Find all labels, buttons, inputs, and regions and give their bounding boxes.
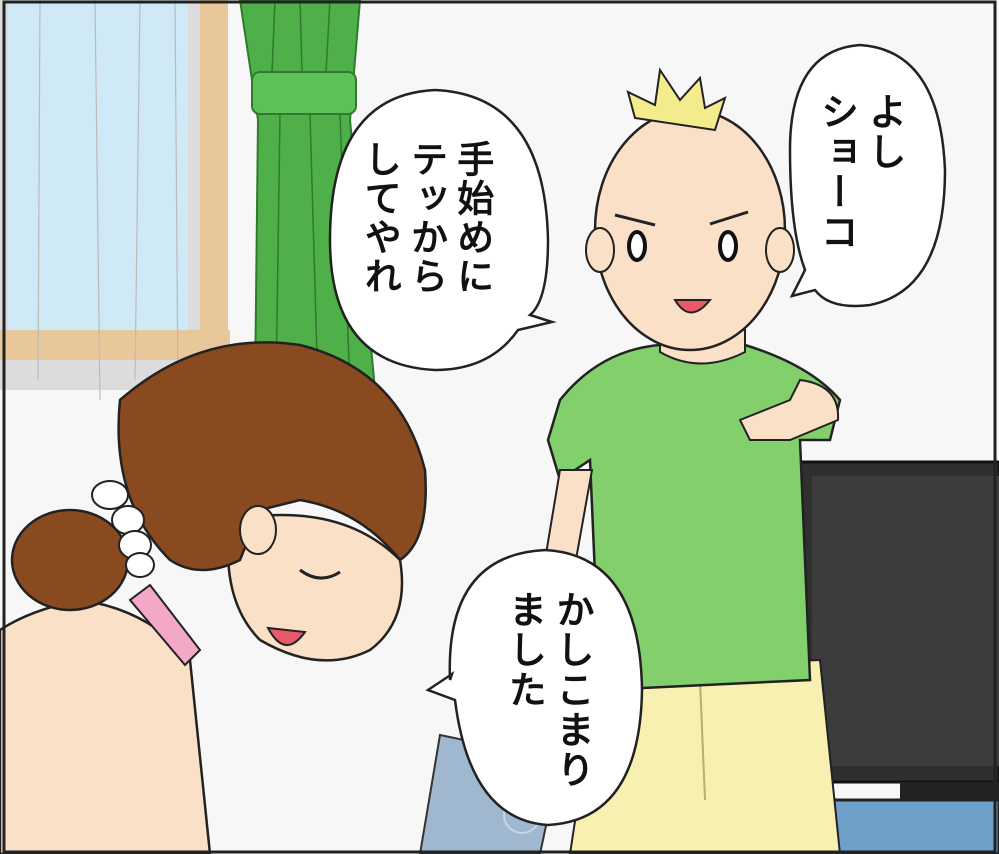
speech-text-2: 手始めに テッから してやれ <box>358 140 494 296</box>
speech-text-3: かしこまり ました <box>502 590 595 790</box>
speech-bubble-2 <box>328 88 557 372</box>
speech-bubble-1 <box>788 43 947 308</box>
television <box>798 460 999 854</box>
speech-bubble-3 <box>425 548 644 827</box>
window <box>0 0 230 401</box>
speech-text-1: よし ショーコ <box>814 92 907 252</box>
girl-character <box>0 341 427 854</box>
